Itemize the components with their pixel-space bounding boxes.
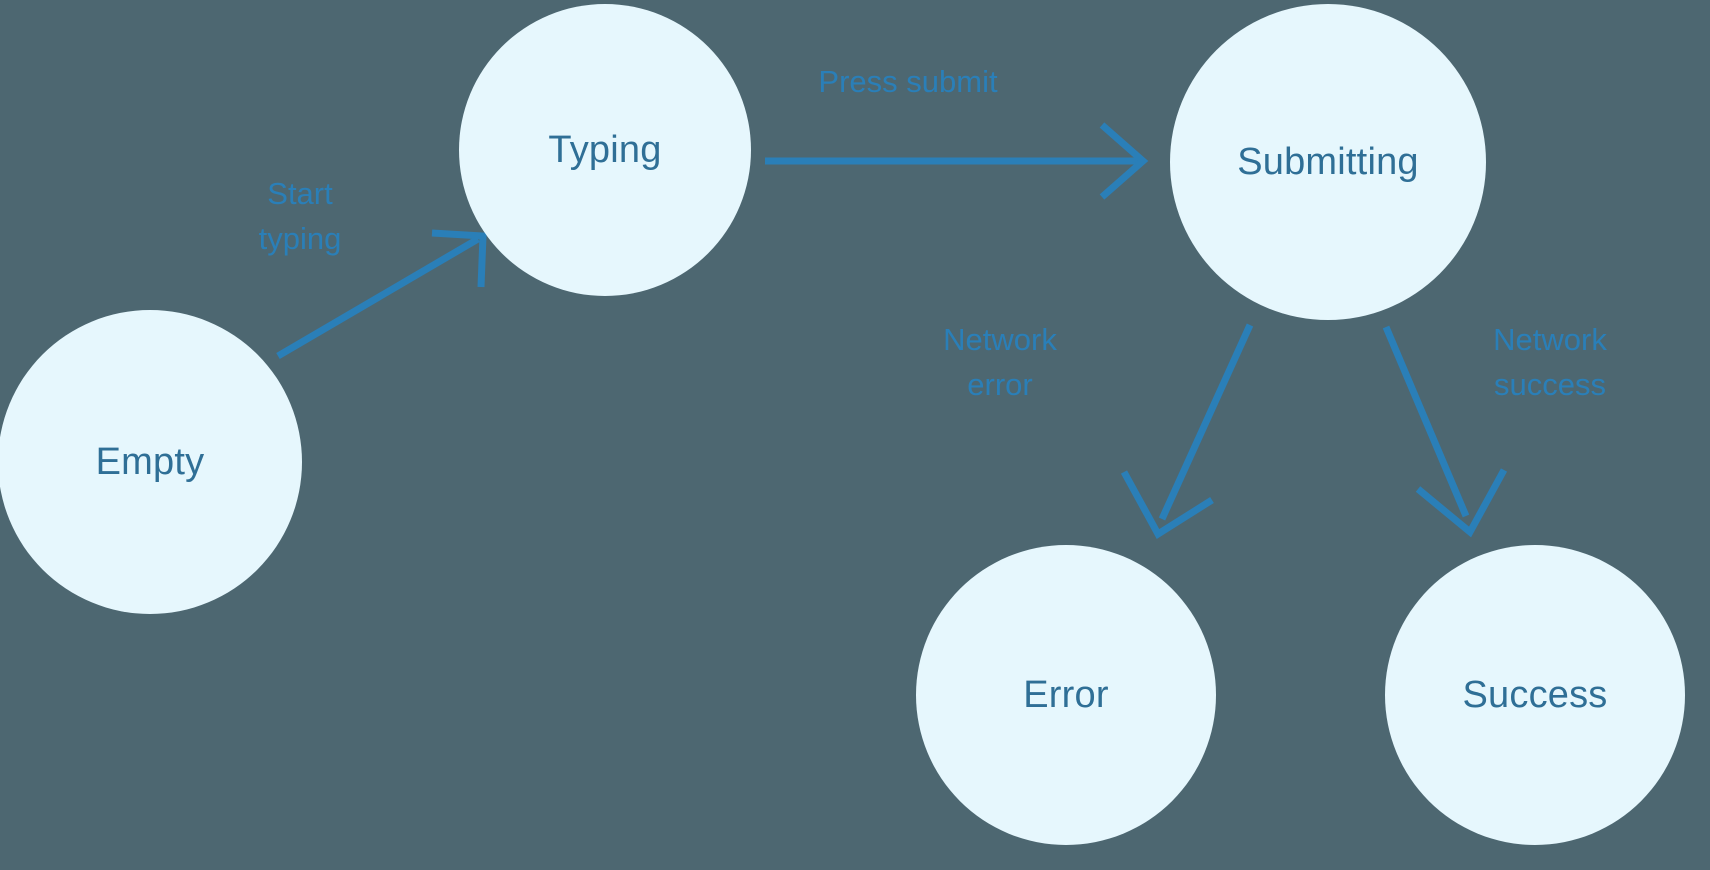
state-node-error[interactable]: Error [916,545,1216,845]
state-label-submitting: Submitting [1237,141,1419,183]
state-label-typing: Typing [548,129,662,171]
transition-arrow-press-submit [765,122,1149,200]
state-node-empty[interactable]: Empty [0,310,302,614]
transition-arrow-start-typing [276,229,487,360]
transition-arrow-network-error [1120,323,1254,539]
state-label-empty: Empty [95,441,205,483]
state-label-success: Success [1462,674,1608,716]
state-node-success[interactable]: Success [1385,545,1685,845]
state-node-typing[interactable]: Typing [459,4,751,296]
state-label-error: Error [1023,674,1109,716]
transition-arrow-network-success [1382,325,1508,538]
state-node-submitting[interactable]: Submitting [1170,4,1486,320]
